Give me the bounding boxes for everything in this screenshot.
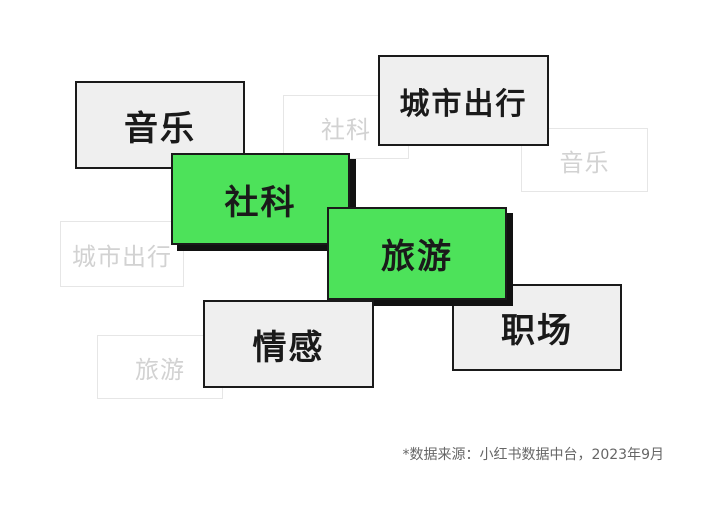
ghost-tag-music: 音乐 <box>521 128 648 192</box>
tag-travel: 旅游 <box>327 207 507 300</box>
tag-emotion: 情感 <box>203 300 374 388</box>
data-source-footnote: *数据来源：小红书数据中台，2023年9月 <box>402 447 664 463</box>
tag-scitech: 社科 <box>171 153 350 245</box>
ghost-tag-city-travel: 城市出行 <box>60 221 184 287</box>
ghost-tag-travel: 旅游 <box>97 335 223 399</box>
tag-city-travel: 城市出行 <box>378 55 549 146</box>
